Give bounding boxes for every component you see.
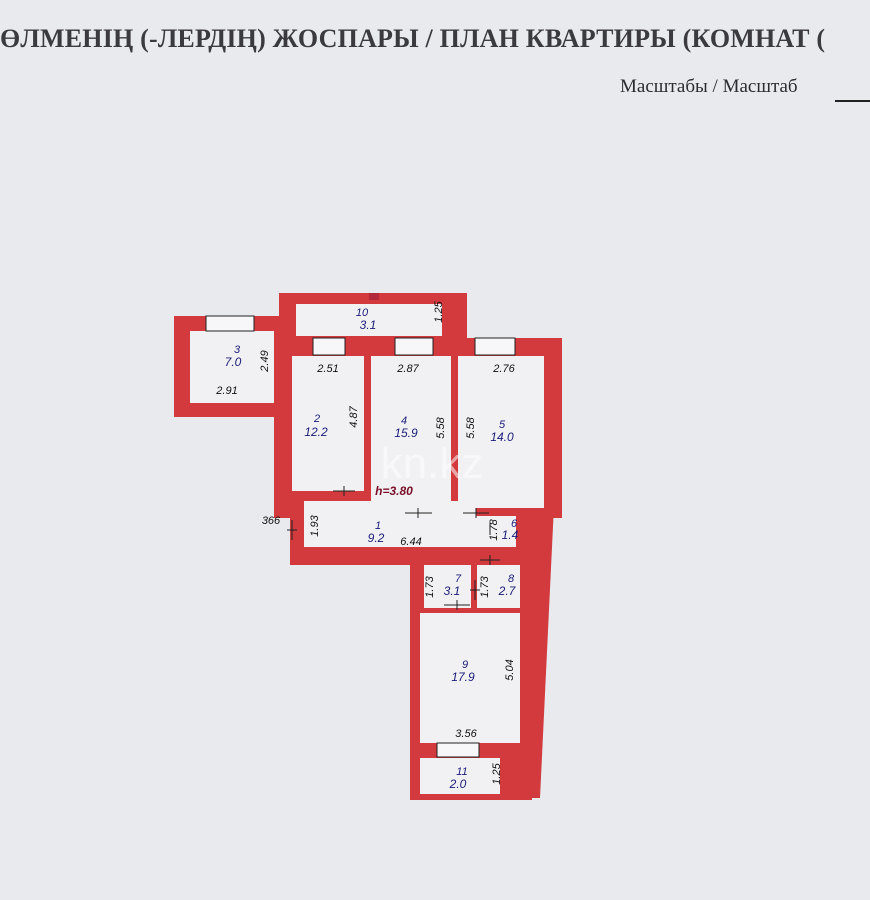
room-1b-floor [304, 516, 516, 547]
room-11-area: 2.0 [449, 777, 467, 791]
room-2-floor [292, 356, 364, 491]
room-6-number: 6 [511, 518, 518, 530]
window-4 [394, 337, 434, 356]
dim-room-8-depth: 1.73 [479, 575, 491, 597]
room-7-number: 7 [455, 573, 462, 585]
room-8-floor [477, 565, 520, 608]
room-3-number: 3 [234, 344, 241, 356]
window-5 [474, 337, 516, 356]
room-9-number: 9 [462, 659, 468, 671]
room-interiors [190, 304, 544, 794]
dim-balcony-11-depth: 1.25 [491, 762, 503, 784]
watermark: kn.kz [381, 439, 484, 488]
room-11-number: 11 [456, 766, 467, 778]
room-7-area: 3.1 [444, 584, 461, 598]
room-9-area: 17.9 [451, 670, 475, 684]
room-10-floor [296, 304, 442, 336]
window-9 [436, 742, 480, 758]
scale-label: Масштабы / Масштаб [620, 76, 798, 97]
dim-room-2-width: 2.51 [316, 363, 338, 375]
document-title: ӨЛМЕНІҢ (-ЛЕРДІҢ) ЖОСПАРЫ / ПЛАН КВАРТИР… [0, 24, 826, 53]
dim-room-9-width: 3.56 [455, 728, 477, 740]
room-11-floor [420, 758, 500, 794]
dim-room-6-depth: 1.78 [488, 518, 500, 540]
room-5-area: 14.0 [490, 430, 514, 444]
dim-room-9-depth: 5.04 [504, 659, 516, 680]
room-1-number: 1 [375, 520, 381, 532]
marker [369, 293, 379, 300]
room-6-floor [484, 516, 514, 546]
room-8-area: 2.7 [498, 584, 517, 598]
room-6-area: 1.4 [502, 528, 519, 542]
dim-balcony-10-depth: 1.25 [433, 300, 445, 322]
dim-balcony-3-depth: 2.49 [259, 350, 271, 372]
room-10-number: 10 [356, 307, 369, 319]
dim-room-4-depth: 5.58 [435, 416, 447, 438]
room-4-number: 4 [401, 415, 407, 427]
room-10-area: 3.1 [360, 318, 377, 332]
room-3-floor [190, 331, 274, 403]
window-3 [205, 315, 255, 332]
room-8-number: 8 [508, 573, 515, 585]
room-3-area: 7.0 [225, 355, 242, 369]
dim-balcony-3-width: 2.91 [215, 385, 237, 397]
dimension-labels: 1.25 2.49 2.91 2.51 2.87 2.76 4.87 5.58 … [215, 300, 516, 784]
room-4-area: 15.9 [394, 426, 418, 440]
dim-corridor-depth: 1.93 [309, 514, 321, 536]
dim-room-7-depth: 1.73 [424, 575, 436, 597]
room-2-number: 2 [313, 413, 320, 425]
room-5-number: 5 [499, 419, 506, 431]
door-marks [287, 486, 500, 610]
room-1-area: 9.2 [368, 531, 385, 545]
room-labels: 10 3.1 3 7.0 2 12.2 4 15.9 5 14.0 1 9.2 … [225, 307, 519, 791]
room-5-floor [458, 356, 544, 508]
dim-room-5-width: 2.76 [492, 363, 515, 375]
room-2-area: 12.2 [304, 425, 328, 439]
windows [205, 315, 516, 758]
room-9-floor [420, 613, 520, 743]
dim-corridor-length: 6.44 [400, 536, 421, 548]
dim-room-4-width: 2.87 [396, 363, 419, 375]
room-4-floor [371, 356, 451, 504]
dim-room-2-depth: 4.87 [348, 405, 360, 427]
ceiling-height: h=3.80 [375, 484, 413, 498]
window-2 [312, 337, 346, 356]
dim-366: 366 [262, 515, 281, 527]
dim-room-5-depth: 5.58 [465, 416, 477, 438]
scale-underline [835, 100, 870, 102]
room-7-floor [424, 565, 471, 608]
